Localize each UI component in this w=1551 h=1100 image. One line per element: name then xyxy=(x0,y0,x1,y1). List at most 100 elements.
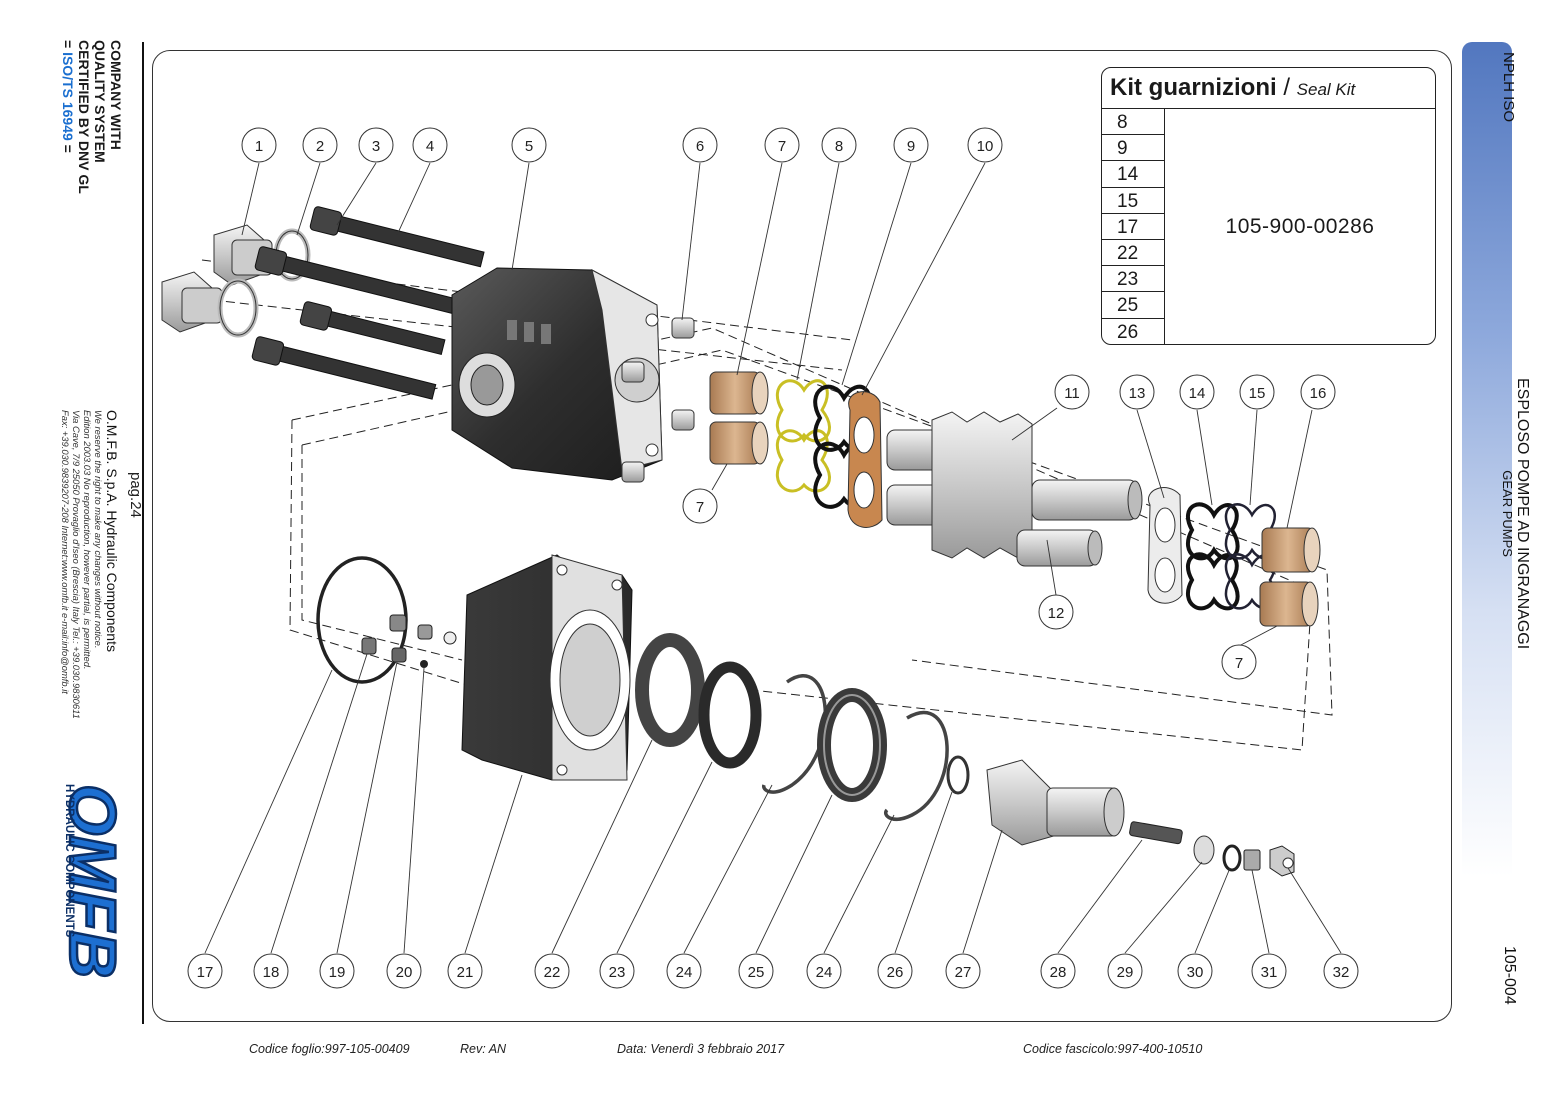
callout-circle xyxy=(241,127,277,163)
callout-32: 32 xyxy=(1323,953,1359,989)
left-divider xyxy=(142,42,144,1024)
callout-6: 6 xyxy=(682,127,718,163)
callout-circle xyxy=(682,488,718,524)
callout-22: 22 xyxy=(534,953,570,989)
callout-number: 23 xyxy=(609,964,626,981)
bolts-part-3 xyxy=(251,206,485,400)
callout-circle xyxy=(1177,953,1213,989)
callout-number: 7 xyxy=(696,499,704,516)
callout-number: 3 xyxy=(372,138,380,155)
callout-17: 17 xyxy=(187,953,223,989)
seal-kit-item: 8 xyxy=(1102,109,1164,136)
callout-24: 24 xyxy=(806,953,842,989)
callout-circle xyxy=(534,953,570,989)
seal-kit-item: 26 xyxy=(1117,321,1139,343)
callout-11: 11 xyxy=(1054,374,1090,410)
seal-part-23 xyxy=(698,661,762,769)
seal-kit-title: Kit guarnizioni / Seal Kit xyxy=(1102,68,1435,109)
bearing-part-25 xyxy=(817,688,887,802)
callout-circle xyxy=(1179,374,1215,410)
seal-part-22 xyxy=(635,633,705,747)
callout-number: 20 xyxy=(396,964,413,981)
callout-circle xyxy=(358,127,394,163)
callout-circle xyxy=(187,953,223,989)
callout-number: 13 xyxy=(1129,385,1146,402)
cert-prefix: = xyxy=(60,40,76,53)
callout-16: 16 xyxy=(1300,374,1336,410)
valve-parts-18-20 xyxy=(361,614,457,668)
shaft-parts-28-32 xyxy=(1129,821,1295,877)
callout-circle xyxy=(1323,953,1359,989)
callout-number: 10 xyxy=(977,138,994,155)
seal-kit-item: 15 xyxy=(1102,188,1164,214)
callout-circle xyxy=(511,127,547,163)
title-english: GEAR PUMPS xyxy=(1500,470,1515,557)
company-name: O.M.F.B. S.p.A. Hydraulic Components xyxy=(104,410,120,652)
callout-number: 14 xyxy=(1189,385,1206,402)
callout-2: 2 xyxy=(302,127,338,163)
callout-circle xyxy=(1040,953,1076,989)
callout-5: 5 xyxy=(511,127,547,163)
callout-number: 24 xyxy=(816,964,833,981)
seal-part-8 xyxy=(775,379,831,493)
callout-circle xyxy=(821,127,857,163)
callout-circle xyxy=(738,953,774,989)
seal-kit-item: 17 xyxy=(1102,214,1164,240)
callout-7: 7 xyxy=(764,127,800,163)
plate-part-13 xyxy=(1147,487,1183,604)
callout-number: 21 xyxy=(457,964,474,981)
callout-circle xyxy=(682,127,718,163)
callout-31: 31 xyxy=(1251,953,1287,989)
callout-number: 16 xyxy=(1310,385,1327,402)
coupling-part-27 xyxy=(986,759,1125,846)
callout-number: 9 xyxy=(907,138,915,155)
callout-26: 26 xyxy=(877,953,913,989)
snap-ring-part-24 xyxy=(762,674,828,794)
callout-28: 28 xyxy=(1040,953,1076,989)
callout-number: 30 xyxy=(1187,964,1204,981)
callout-18: 18 xyxy=(253,953,289,989)
callout-19: 19 xyxy=(319,953,355,989)
booklet-code: Codice fascicolo:997-400-10510 xyxy=(1023,1042,1203,1056)
callout-circle xyxy=(764,127,800,163)
callout-8: 8 xyxy=(821,127,857,163)
callout-29: 29 xyxy=(1107,953,1143,989)
callout-circle xyxy=(1300,374,1336,410)
seal-part-14 xyxy=(1185,502,1240,611)
document-number: 105-004 xyxy=(1501,946,1518,1005)
flange-part-21 xyxy=(461,554,633,781)
callout-circle xyxy=(319,953,355,989)
bushings-part-16-7-right xyxy=(1259,527,1321,627)
callout-number: 28 xyxy=(1050,964,1067,981)
callout-4: 4 xyxy=(412,127,448,163)
callout-20: 20 xyxy=(386,953,422,989)
callout-number: 18 xyxy=(263,964,280,981)
callout-24: 24 xyxy=(666,953,702,989)
document-title: ESPLOSO POMPE AD INGRANAGGI GEAR PUMPS xyxy=(1500,378,1531,649)
logo-wordmark: OMFB xyxy=(58,784,130,978)
callout-23: 23 xyxy=(599,953,635,989)
seal-kit-item: 22 xyxy=(1102,240,1164,267)
callout-number: 15 xyxy=(1249,385,1266,402)
sheet-code: Codice foglio:997-105-00409 xyxy=(249,1042,410,1056)
callout-9: 9 xyxy=(893,127,929,163)
callout-number: 26 xyxy=(887,964,904,981)
exploded-view-drawing: 1234567891071113141516127171819202122232… xyxy=(161,127,1359,989)
callout-circle xyxy=(1119,374,1155,410)
snap-ring-part-24-second xyxy=(884,710,949,821)
company-line-4: Fax: +39.030.9839207-208 Internet:www.om… xyxy=(60,410,71,694)
iso-standard: ISO/TS 16949 xyxy=(60,52,76,141)
callout-number: 32 xyxy=(1333,964,1350,981)
drawing-frame xyxy=(152,50,1452,1022)
callout-circle xyxy=(302,127,338,163)
seal-kit-title-italian: Kit guarnizioni xyxy=(1110,74,1277,101)
callout-number: 17 xyxy=(197,964,214,981)
callout-circle xyxy=(806,953,842,989)
cert-line-4: = ISO/TS 16949 = xyxy=(60,40,76,194)
callout-circle xyxy=(1251,953,1287,989)
callout-25: 25 xyxy=(738,953,774,989)
callout-7: 7 xyxy=(682,488,718,524)
